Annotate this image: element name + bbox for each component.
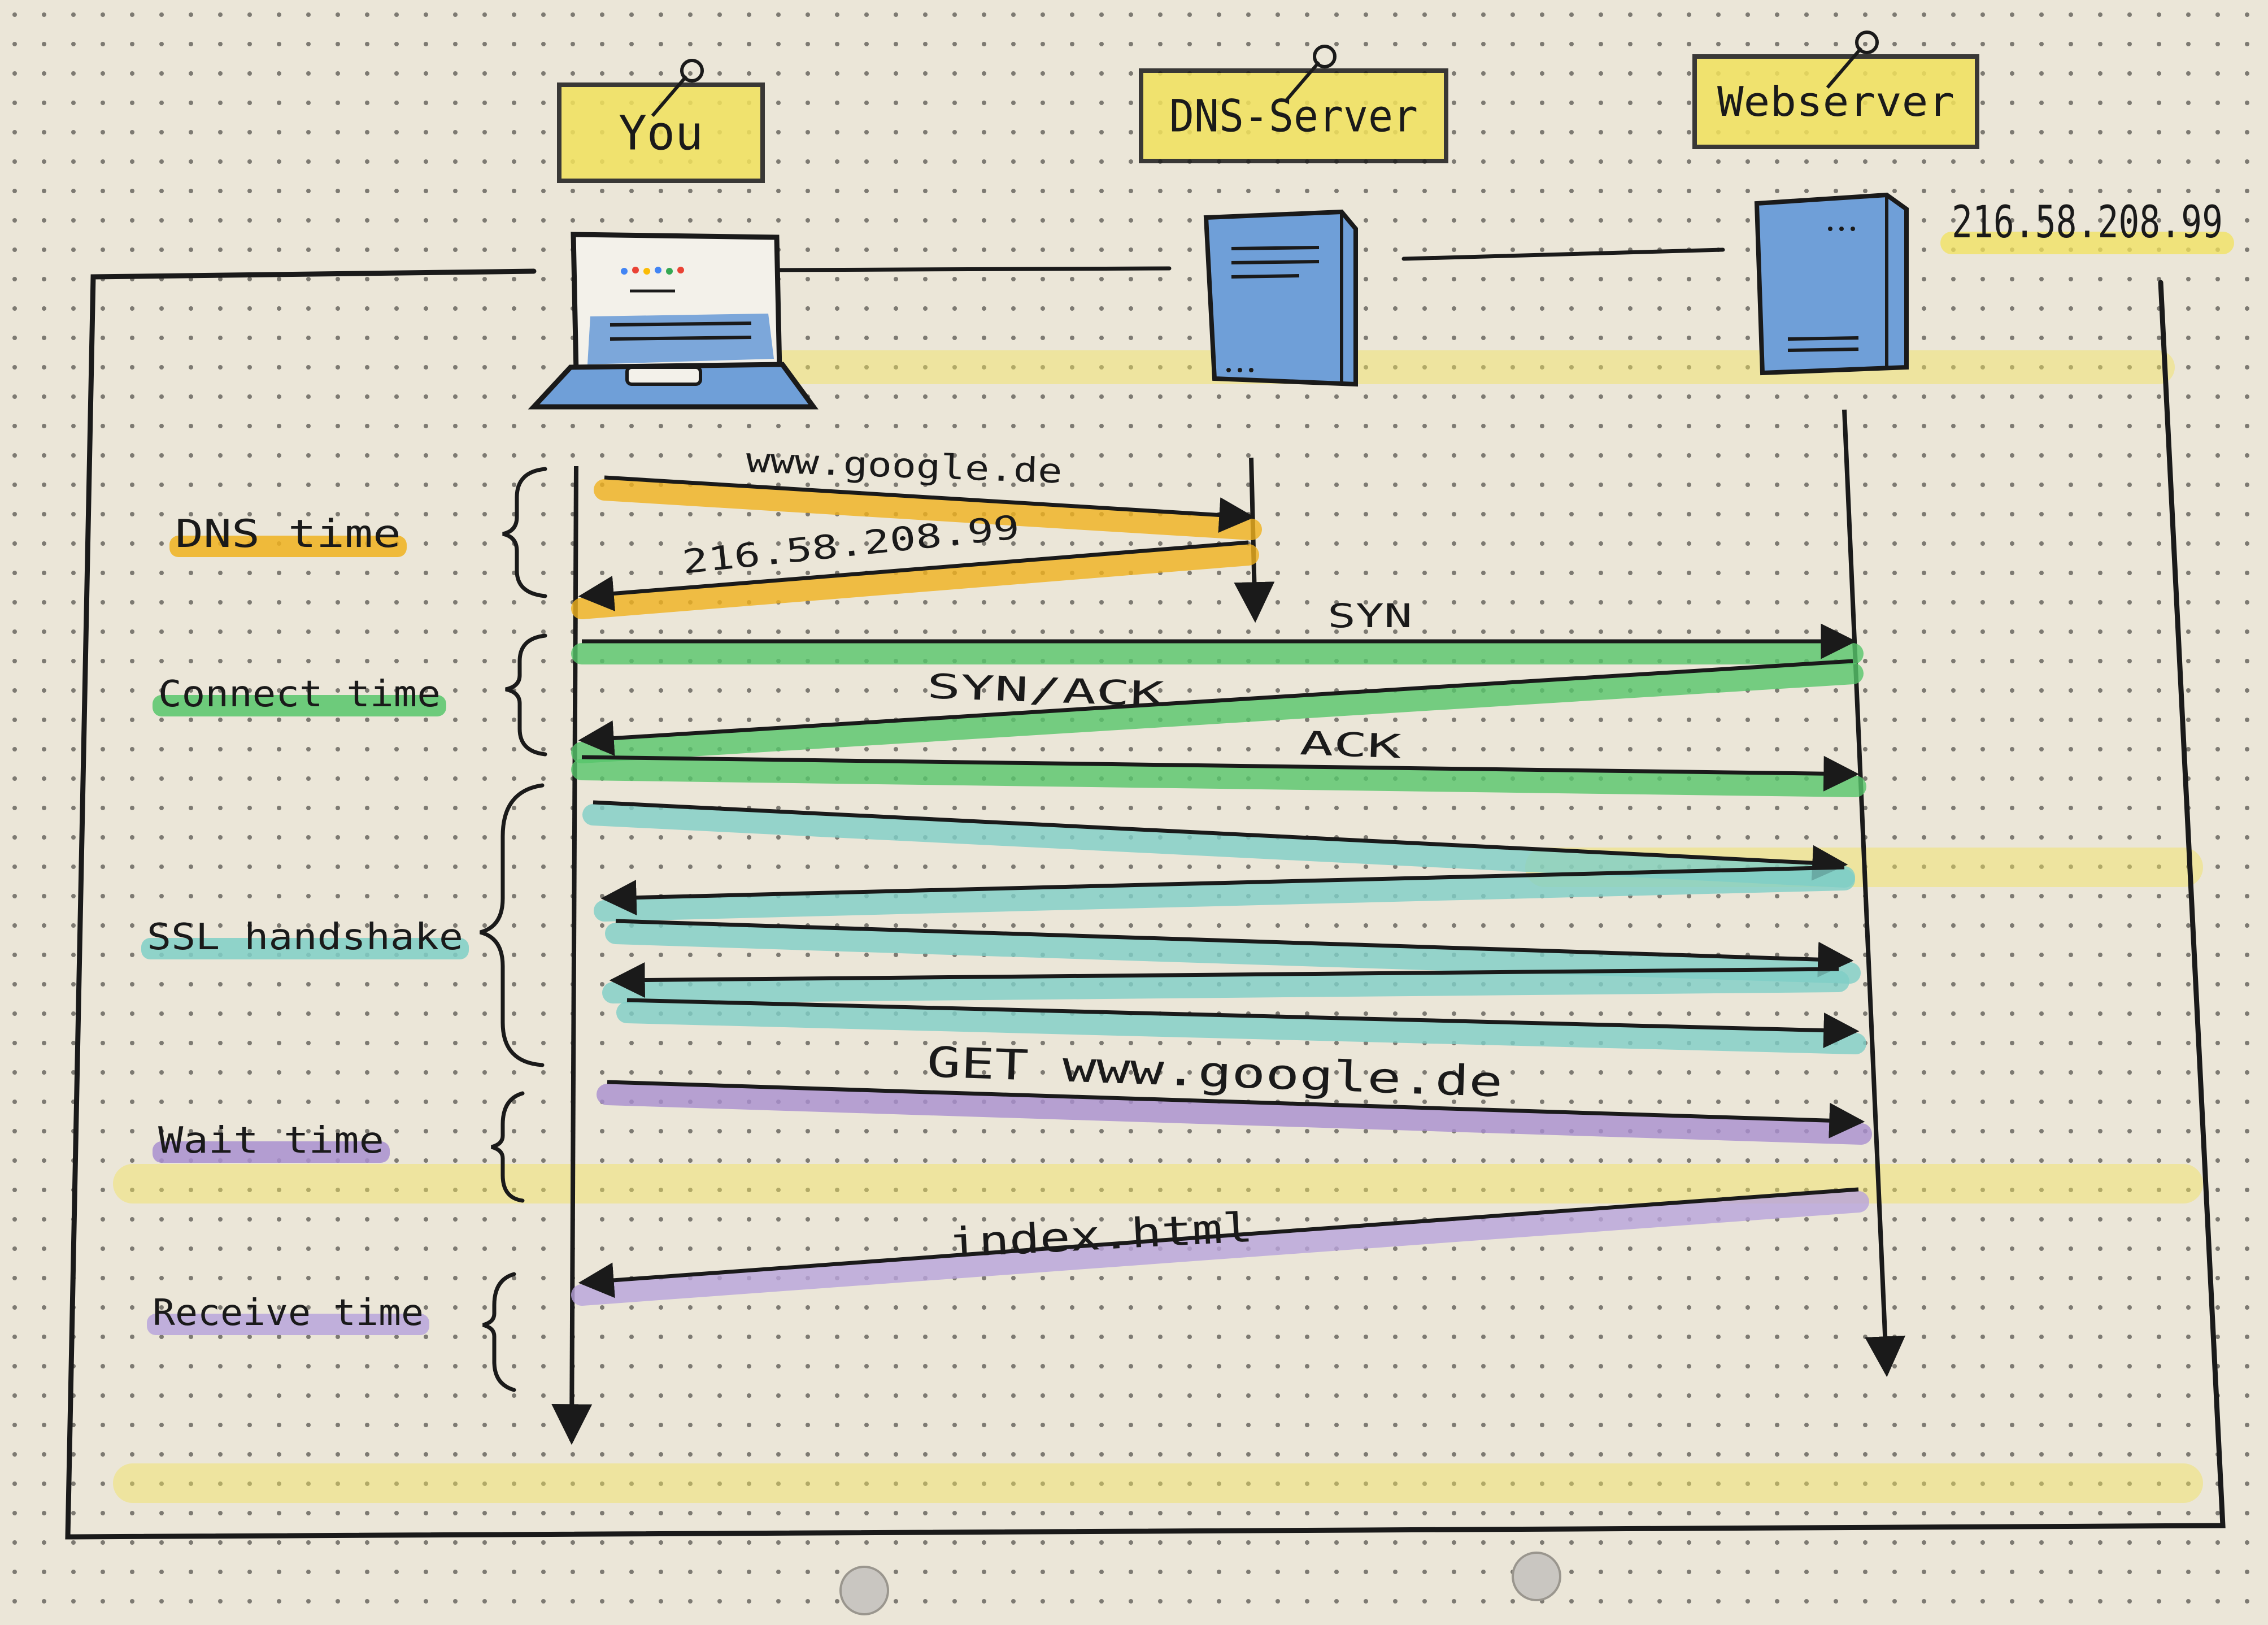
- webserver-ip: 216.58.208.99: [1952, 197, 2223, 248]
- message-label: ACK: [1299, 724, 1402, 766]
- message-highlight: [571, 1191, 1869, 1306]
- message-arrow: [578, 1187, 1859, 1298]
- message-arrow: [593, 800, 1848, 881]
- message-highlight: [571, 663, 1864, 763]
- actor-label-you: You: [619, 105, 703, 160]
- lifeline-web: [1842, 409, 1906, 1378]
- message-arrow: [609, 962, 1839, 998]
- pin-head-icon: [1855, 31, 1879, 54]
- actor-label-dns: DNS-Server: [1169, 91, 1418, 142]
- phase-label-ssl: SSL handshake: [147, 916, 463, 958]
- message-highlight: [582, 804, 1855, 888]
- phase-dns: DNS time: [169, 512, 407, 557]
- message-label: SYN/ACK: [926, 667, 1164, 715]
- brace-wait: [491, 1091, 525, 1203]
- phase-braces: [480, 467, 547, 1392]
- outer-frame: [65, 268, 2226, 1540]
- message-highlight: [594, 479, 1262, 540]
- message-5: ACK: [571, 724, 1866, 797]
- phase-highlight: [153, 1141, 390, 1163]
- phase-connect: Connect time: [153, 674, 446, 716]
- message-arrow: [578, 659, 1853, 756]
- actor-label-web: Webserver: [1717, 78, 1954, 125]
- laptop-icon: [528, 232, 819, 410]
- top-connector-lines: [772, 247, 1725, 272]
- message-arrow: [607, 1080, 1865, 1139]
- message-highlight: [602, 971, 1849, 1003]
- lifeline-you: [551, 466, 593, 1445]
- actor-web: Webserver: [1692, 31, 1979, 149]
- phase-ssl: SSL handshake: [141, 916, 469, 959]
- message-arrow: [604, 475, 1255, 533]
- message-8: [605, 919, 1861, 984]
- pin-head-icon: [1313, 45, 1337, 68]
- message-label: SYN: [1327, 597, 1412, 635]
- message-6: [582, 800, 1855, 888]
- brace-dns: [502, 467, 547, 598]
- brace-ssl: [480, 783, 545, 1067]
- message-arrow: [615, 919, 1854, 977]
- phase-label-dns: DNS time: [175, 512, 401, 557]
- brace-receive: [482, 1272, 516, 1392]
- phase-label-wait: Wait time: [158, 1120, 384, 1162]
- message-3: SYN: [571, 597, 1864, 664]
- message-arrow: [626, 998, 1860, 1049]
- phase-receive: Receive time: [147, 1292, 429, 1335]
- message-arrow: [600, 865, 1845, 916]
- phase-wait: Wait time: [153, 1120, 390, 1163]
- message-highlight: [597, 1084, 1872, 1145]
- message-10: [616, 998, 1866, 1054]
- message-arrow: [578, 540, 1249, 611]
- pin-head-icon: [680, 59, 704, 82]
- pin-icon: [1826, 47, 1863, 89]
- webserver-icon: [1754, 192, 1909, 376]
- brace-connect: [505, 633, 547, 757]
- phase-highlight: [153, 695, 446, 716]
- message-highlight: [571, 759, 1866, 797]
- pin-icon: [651, 75, 688, 117]
- message-highlight: [571, 544, 1259, 619]
- message-highlight: [594, 869, 1855, 922]
- phase-label-connect: Connect time: [158, 674, 441, 715]
- punch-holes: [839, 1552, 1561, 1615]
- message-arrow: [581, 755, 1860, 792]
- actor-you: You: [557, 59, 765, 183]
- phase-highlight: [169, 536, 407, 557]
- message-highlight: [616, 1002, 1866, 1054]
- message-4: SYN/ACK: [571, 659, 1864, 763]
- dns-server-icon: [1203, 209, 1358, 387]
- pin-icon: [1283, 61, 1321, 103]
- phase-highlight: [141, 938, 469, 959]
- webserver-ip-highlight: [1940, 232, 2234, 254]
- phase-highlight: [147, 1314, 429, 1335]
- message-highlight: [605, 923, 1861, 984]
- actor-dns: DNS-Server: [1139, 45, 1448, 163]
- phase-label-receive: Receive time: [153, 1292, 424, 1334]
- message-9: [602, 962, 1849, 1003]
- message-7: [594, 865, 1855, 922]
